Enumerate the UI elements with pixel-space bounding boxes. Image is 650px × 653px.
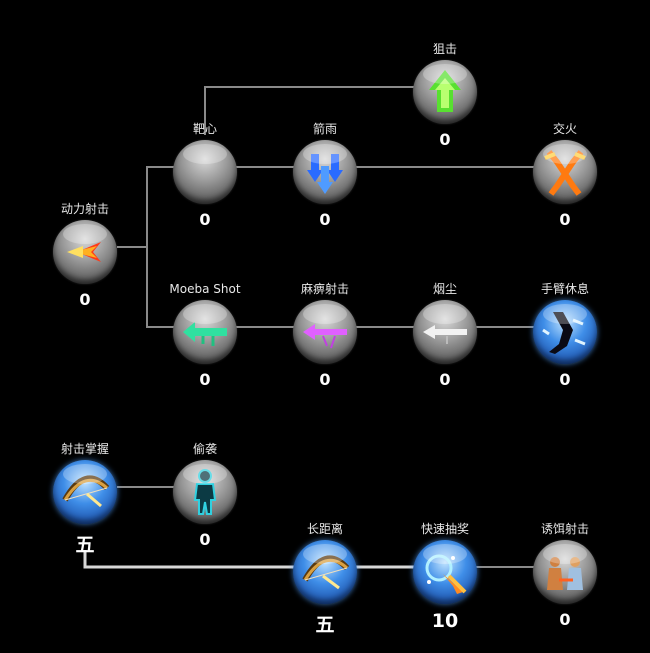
paralyze-shot-icon xyxy=(293,300,357,364)
skill-label: Moeba Shot xyxy=(169,282,241,296)
power-shot-icon xyxy=(53,220,117,284)
skill-target-heart[interactable]: 靶心 0 xyxy=(145,122,265,242)
skill-label: 诱饵射击 xyxy=(540,522,589,536)
skill-decoy-shot[interactable]: 诱饵射击 0 xyxy=(505,522,625,642)
skill-level: 五 xyxy=(315,614,335,636)
skill-level: 五 xyxy=(75,534,95,556)
blank-orb-icon xyxy=(173,140,237,204)
skill-level: 0 xyxy=(559,370,571,389)
skill-arrow-rain[interactable]: 箭雨 0 xyxy=(265,122,385,242)
bow-icon xyxy=(53,460,117,524)
skill-level: 0 xyxy=(559,210,571,229)
skill-label: 靶心 xyxy=(192,122,217,136)
skill-label: 麻痹射击 xyxy=(300,282,349,296)
skill-snipe[interactable]: 狙击 0 xyxy=(385,42,505,162)
skill-label: 动力射击 xyxy=(60,202,109,216)
skill-long-range[interactable]: 长距离 五 xyxy=(265,522,385,642)
smoke-dust-icon xyxy=(413,300,477,364)
skill-arm-rest[interactable]: 手臂休息 0 xyxy=(505,282,625,402)
decoy-figures-icon xyxy=(533,540,597,604)
skill-label: 烟尘 xyxy=(432,282,457,296)
skill-label: 射击掌握 xyxy=(60,442,109,456)
skill-smoke-dust[interactable]: 烟尘 0 xyxy=(385,282,505,402)
skill-power-shot[interactable]: 动力射击 0 xyxy=(25,202,145,322)
skill-level: 0 xyxy=(79,290,91,309)
skill-label: 交火 xyxy=(552,122,577,136)
sneak-figure-icon xyxy=(173,460,237,524)
skill-crossfire[interactable]: 交火 0 xyxy=(505,122,625,242)
skill-label: 箭雨 xyxy=(312,122,337,136)
crossfire-icon xyxy=(533,140,597,204)
skill-level: 0 xyxy=(199,210,211,229)
skill-label: 手臂休息 xyxy=(540,282,589,296)
skill-label: 狙击 xyxy=(432,42,457,56)
skill-level: 0 xyxy=(559,610,571,629)
arm-rest-icon xyxy=(533,300,597,364)
snipe-icon xyxy=(413,60,477,124)
skill-level: 10 xyxy=(431,610,459,632)
skill-label: 长距离 xyxy=(306,522,343,536)
skill-label: 快速抽奖 xyxy=(420,522,469,536)
bow-icon xyxy=(293,540,357,604)
skill-moeba-shot[interactable]: Moeba Shot 0 xyxy=(145,282,265,402)
skill-sneak-attack[interactable]: 偷袭 0 xyxy=(145,442,265,562)
skill-level: 0 xyxy=(319,210,331,229)
arrow-rain-icon xyxy=(293,140,357,204)
skill-level: 0 xyxy=(439,130,451,149)
skill-level: 0 xyxy=(199,530,211,549)
skill-paralyze-shot[interactable]: 麻痹射击 0 xyxy=(265,282,385,402)
moeba-shot-icon xyxy=(173,300,237,364)
skill-label: 偷袭 xyxy=(192,442,217,456)
skill-level: 0 xyxy=(319,370,331,389)
skill-level: 0 xyxy=(439,370,451,389)
skill-level: 0 xyxy=(199,370,211,389)
quick-draw-icon xyxy=(413,540,477,604)
skill-shooting-mastery[interactable]: 射击掌握 五 xyxy=(25,442,145,562)
skill-quick-draw[interactable]: 快速抽奖 10 xyxy=(385,522,505,642)
